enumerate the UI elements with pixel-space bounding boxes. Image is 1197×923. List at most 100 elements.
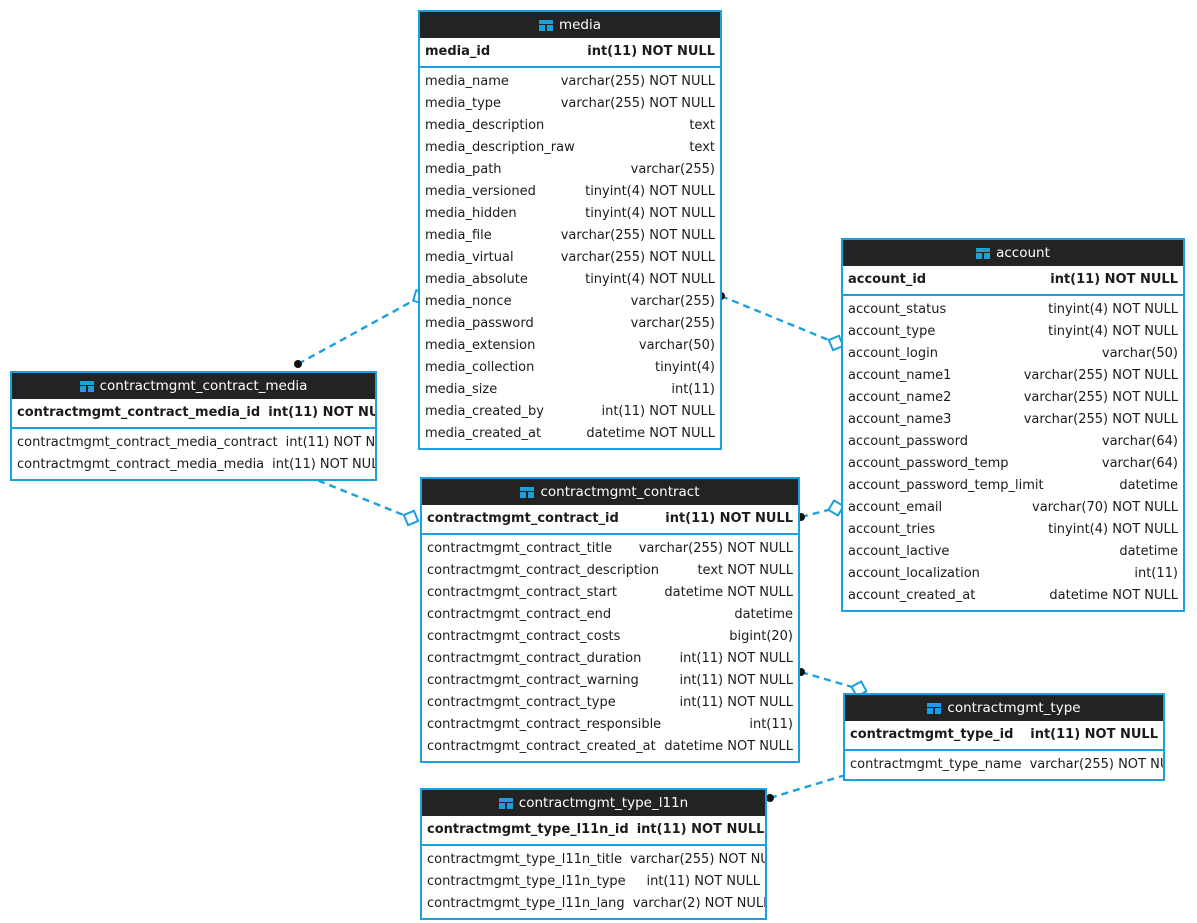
column-name: contractmgmt_contract_costs [427, 629, 621, 644]
entity-header-contractmgmt_contract[interactable]: contractmgmt_contract [422, 479, 798, 505]
entity-header-contractmgmt_contract_media[interactable]: contractmgmt_contract_media [12, 373, 375, 399]
column-type: tinyint(4) NOT NULL [585, 206, 715, 221]
column-type: varchar(64) [1101, 434, 1178, 449]
column-name: media_created_by [425, 404, 544, 419]
relationship-line [800, 506, 837, 519]
entity-header-account[interactable]: account [843, 240, 1183, 266]
column-type: int(11) NOT NULL [665, 511, 793, 526]
entity-header-contractmgmt_type_l11n[interactable]: contractmgmt_type_l11n [422, 790, 765, 816]
column-name: account_localization [848, 566, 980, 581]
column-type: int(11) NOT NULL [268, 405, 375, 420]
column-type: text NOT NULL [697, 563, 793, 578]
column-name: media_description [425, 118, 545, 133]
column-type: int(11) NOT NULL [587, 44, 715, 59]
entity-title: contractmgmt_contract [540, 484, 700, 500]
column-name: account_name2 [848, 390, 952, 405]
relationship-line [720, 294, 837, 345]
column-type: datetime [734, 607, 793, 622]
column-name: account_created_at [848, 588, 976, 603]
entity-header-contractmgmt_type[interactable]: contractmgmt_type [845, 695, 1163, 721]
column-type: int(11) NOT NULL [1030, 727, 1158, 742]
relationship-rel-contract-media-media[interactable] [294, 288, 429, 368]
table-icon [79, 380, 94, 392]
relationship-rel-contract-account[interactable] [797, 499, 845, 521]
column-name: media_type [425, 96, 502, 111]
cardinality-dot-marker [766, 794, 774, 802]
primary-key-row[interactable]: contractmgmt_contract_id int(11) NOT NULL [422, 505, 798, 535]
entity-contractmgmt_contract[interactable]: contractmgmt_contract contractmgmt_contra… [420, 477, 800, 763]
field-row[interactable]: account_name2 varchar(255) NOT NULL [843, 387, 1183, 409]
column-name: media_size [425, 382, 498, 397]
column-name: media_created_at [425, 426, 542, 441]
column-name: media_nonce [425, 294, 512, 309]
column-type: int(11) NOT NULL [272, 457, 375, 472]
relationship-rel-media-account[interactable] [717, 292, 845, 352]
column-type: varchar(64) [1101, 456, 1178, 471]
column-name: media_path [425, 162, 502, 177]
column-type: varchar(255) NOT NULL [1023, 390, 1178, 405]
relationship-line [800, 670, 860, 691]
column-name: contractmgmt_contract_id [427, 511, 619, 526]
entity-header-media[interactable]: media [420, 12, 720, 38]
